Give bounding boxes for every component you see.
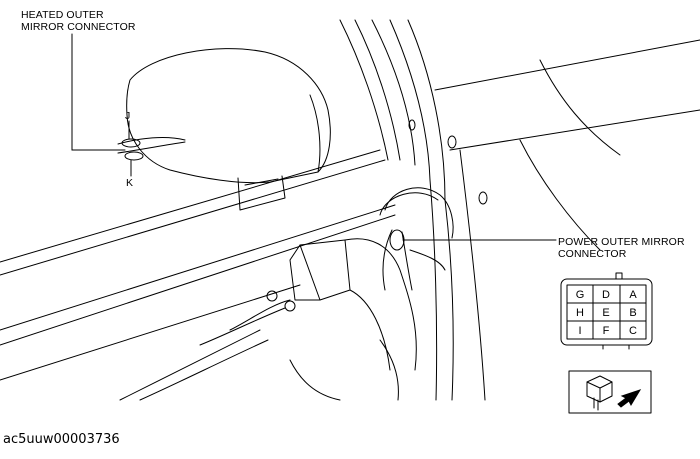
connector-pin-grid: G D A H E B I F C — [576, 289, 638, 337]
a-pillar — [339, 19, 389, 161]
pin-label: C — [629, 325, 637, 337]
heated-connector-wire — [117, 136, 186, 145]
heated-connector-label-line2: MIRROR CONNECTOR — [21, 21, 136, 33]
heated-connector-label: HEATED OUTER MIRROR CONNECTOR — [21, 9, 136, 33]
connector-face-tab — [615, 272, 623, 280]
connector-view-icon — [586, 375, 613, 403]
terminal-k-label: K — [126, 177, 134, 189]
power-connector-harness — [384, 187, 454, 239]
terminal-j-label: J — [125, 110, 131, 122]
connector-face-frame — [560, 278, 653, 346]
power-connector-label-line2: CONNECTOR — [558, 248, 627, 260]
figure-id: ac5uuw00003736 — [3, 432, 120, 447]
view-direction-box — [568, 370, 652, 414]
pin-label: E — [602, 307, 609, 319]
view-arrow-icon — [617, 389, 642, 408]
heated-connector-label-line1: HEATED OUTER — [21, 9, 104, 21]
pin-label: A — [629, 289, 637, 301]
inner-door-assembly — [299, 239, 351, 301]
pin-label: H — [576, 307, 584, 319]
mirror-housing-edge — [309, 94, 321, 173]
heated-connector-k — [124, 151, 144, 161]
pin-label: D — [602, 289, 610, 301]
pin-label: F — [603, 325, 610, 337]
mirror-base — [237, 175, 286, 211]
power-connector-label: POWER OUTER MIRROR CONNECTOR — [558, 236, 685, 260]
mirror-housing — [126, 48, 331, 184]
pin-label: B — [629, 307, 636, 319]
window-frame-outer — [0, 159, 386, 276]
pin-label: I — [578, 325, 581, 337]
heated-connector-j — [121, 138, 141, 148]
power-connector-label-line1: POWER OUTER MIRROR — [558, 236, 685, 248]
pin-label: G — [576, 289, 585, 301]
